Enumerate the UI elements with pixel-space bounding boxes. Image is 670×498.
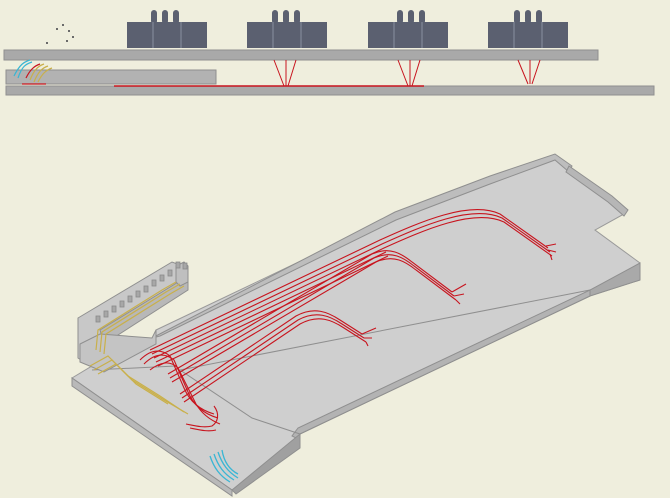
shaft-cables-elevation: [13, 59, 53, 85]
cable-drops-elevation: [114, 59, 541, 87]
equipment-group-1[interactable]: [127, 10, 207, 48]
right-wall-segment: [565, 165, 629, 217]
slab-left-face: [71, 377, 233, 497]
isometric-view: [71, 153, 641, 497]
equipment-group-4[interactable]: [488, 10, 568, 48]
lower-slab-left: [5, 69, 217, 85]
cable-run-main-trunk[interactable]: [149, 209, 557, 367]
cable-run-middle[interactable]: [167, 250, 467, 383]
side-elevation-view: [3, 10, 655, 96]
slab-front-face-left: [231, 432, 301, 495]
yellow-cable-tray[interactable]: [89, 281, 189, 415]
lower-slab: [5, 85, 655, 96]
equipment-group-3[interactable]: [368, 10, 448, 48]
cyan-cables[interactable]: [209, 449, 239, 483]
cable-loops[interactable]: [139, 350, 221, 432]
upper-slab: [3, 49, 599, 61]
cable-run-front[interactable]: [179, 310, 377, 403]
equipment-group-2[interactable]: [247, 10, 327, 48]
red-cable-runs[interactable]: [139, 209, 557, 432]
marker-dots: [46, 24, 74, 44]
